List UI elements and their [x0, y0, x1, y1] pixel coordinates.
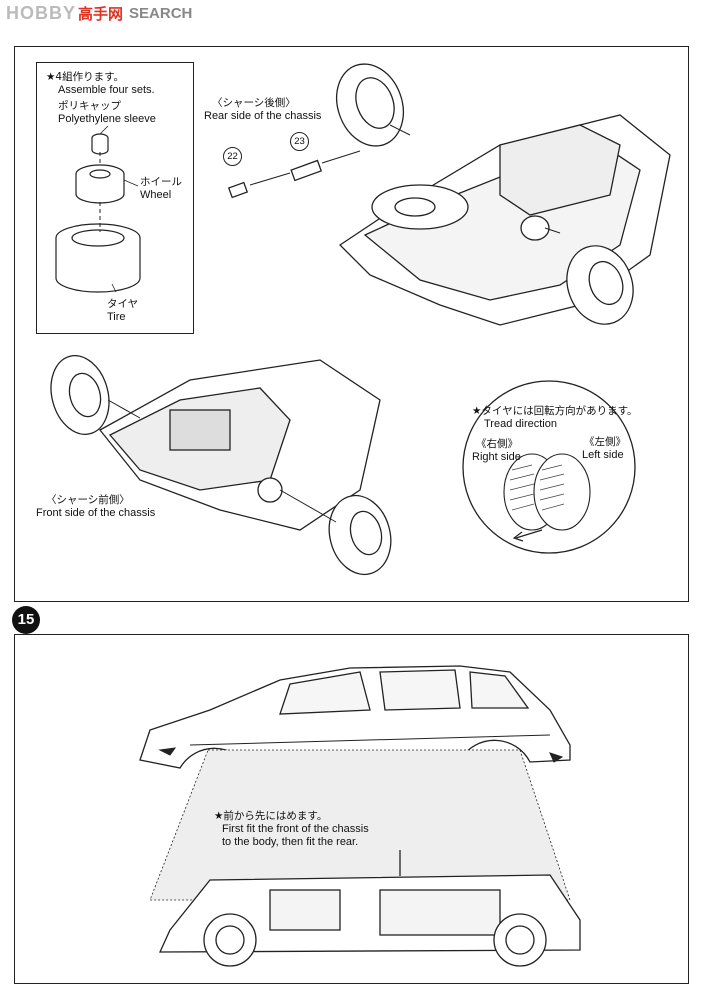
inset-star: ★4組作ります。 — [46, 71, 125, 83]
rear-chassis-label-jp: 〈シャーシ後側〉 — [212, 97, 296, 109]
tire-label-en: Tire — [107, 311, 126, 323]
part-number-22: 22 — [223, 147, 242, 166]
front-chassis-label-en: Front side of the chassis — [36, 507, 156, 519]
wheel-label-jp: ホイール — [140, 176, 182, 188]
watermark: HOBBY 高手网 SEARCH — [0, 0, 192, 26]
right-side-en: Right side — [472, 451, 521, 463]
left-side-en: Left side — [582, 449, 624, 461]
step-number-badge: 15 — [12, 606, 40, 634]
step15-panel — [14, 634, 689, 984]
inset-star-en: Assemble four sets. — [58, 84, 155, 96]
wheel-exploded-drawing — [55, 125, 141, 293]
wheel-label-en: Wheel — [140, 189, 172, 201]
alignment-guide — [149, 749, 571, 901]
watermark-search: SEARCH — [129, 4, 193, 22]
car-body-drawing — [139, 665, 571, 771]
rear-chassis-drawing — [227, 63, 671, 326]
tread-en: Tread direction — [484, 418, 557, 430]
step15-line2: to the body, then fit the rear. — [222, 836, 359, 848]
watermark-logo: HOBBY — [6, 2, 77, 23]
step15-line1: First fit the front of the chassis — [222, 823, 369, 835]
part-number-23: 23 — [290, 132, 309, 151]
left-side-jp: 《左側》 — [584, 436, 626, 448]
right-side-jp: 《右側》 — [476, 438, 518, 450]
tire-label-jp: タイヤ — [107, 298, 139, 310]
front-chassis-drawing — [50, 355, 392, 576]
wheel-assembly-inset — [36, 62, 194, 334]
tread-direction-circle — [462, 380, 636, 554]
front-chassis-label-jp: 〈シャーシ前側〉 — [46, 494, 130, 506]
step14-panel — [14, 46, 689, 602]
tread-star: ★タイヤには回転方向があります。 — [472, 405, 638, 417]
watermark-cn: 高手网 — [78, 4, 124, 23]
chassis-side-drawing — [158, 850, 581, 967]
sleeve-label-en: Polyethylene sleeve — [58, 113, 156, 125]
rear-chassis-label-en: Rear side of the chassis — [204, 110, 322, 122]
sleeve-label-jp: ポリキャップ — [58, 100, 121, 112]
step15-star: ★前から先にはめます。 — [214, 810, 328, 822]
